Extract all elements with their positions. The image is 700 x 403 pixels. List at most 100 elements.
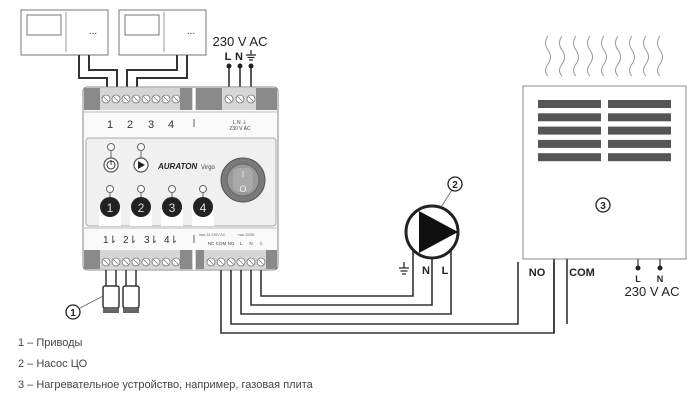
heater: 3 NO COM L N 230 V AC: [522, 35, 687, 333]
ground-icon: [399, 262, 409, 275]
vent-slot: [608, 113, 671, 122]
legend-item: 2 – Насос ЦО: [18, 358, 88, 370]
heat-wave: [587, 35, 593, 77]
screw-terminal: [226, 257, 236, 267]
zone-button-2[interactable]: 2: [130, 185, 152, 227]
screw-terminal: [151, 94, 161, 104]
svg-text:4: 4: [168, 119, 174, 131]
svg-text:2: 2: [138, 201, 145, 215]
thermostat-wires: [78, 55, 188, 90]
screw-terminal: [246, 94, 256, 104]
heat-wave: [601, 35, 607, 77]
heat-wave: [545, 35, 551, 77]
svg-text:4⇂: 4⇂: [164, 235, 178, 246]
terminal-label: COM: [216, 241, 227, 246]
screw-terminal: [206, 257, 216, 267]
screw-terminal: [141, 257, 151, 267]
supply-voltage-top: 230 V AC: [213, 34, 268, 49]
power-button[interactable]: [103, 143, 119, 173]
screw-terminal: [111, 257, 121, 267]
screw-terminal: [171, 257, 181, 267]
svg-text:2⇂: 2⇂: [123, 235, 137, 246]
top-power-voltage: 230 V AC: [229, 126, 251, 132]
bottom-zone-labels: 1⇂ 2⇂ 3⇂ 4⇂: [103, 235, 178, 246]
heat-wave: [657, 35, 663, 77]
output-wires: [220, 262, 555, 334]
svg-text:L: L: [225, 51, 232, 63]
power-icon: [106, 160, 116, 170]
screw-terminal: [121, 257, 131, 267]
thermostat-2: ...: [118, 9, 207, 56]
ground-icon: [246, 50, 256, 61]
svg-text:1: 1: [107, 201, 114, 215]
heater-supply-n: N: [657, 274, 664, 284]
screw-terminal: [141, 94, 151, 104]
screw-terminal: [151, 257, 161, 267]
svg-text:1: 1: [70, 308, 76, 319]
screw-terminal: [246, 257, 256, 267]
switch-off-label: O: [239, 184, 246, 194]
play-icon: [138, 161, 145, 169]
heat-waves: [545, 35, 663, 77]
svg-text:3⇂: 3⇂: [144, 235, 158, 246]
screw-terminal: [236, 257, 246, 267]
screw-terminal: [161, 94, 171, 104]
svg-text:1⇂: 1⇂: [103, 235, 117, 246]
thermostat-1: ...: [20, 9, 109, 56]
heat-wave: [629, 35, 635, 77]
vent-slot: [608, 153, 671, 162]
screw-terminal: [224, 94, 234, 104]
vent-slot: [538, 126, 601, 135]
vent-slot: [538, 153, 601, 162]
zone-button-4[interactable]: 4: [192, 185, 214, 227]
pump-terminal-l: L: [442, 265, 449, 277]
terminal-label: NC: [208, 241, 215, 246]
top-power-terminal-labels: L N ⏚: [233, 119, 247, 126]
svg-text:2: 2: [127, 119, 133, 131]
svg-text:3: 3: [169, 201, 176, 215]
screw-terminal: [256, 257, 266, 267]
play-button[interactable]: [133, 143, 149, 173]
controller: 1 2 3 4 L N ⏚ 230 V AC AURATON Virgo: [82, 86, 279, 271]
svg-text:3: 3: [148, 119, 154, 131]
heater-supply-l: L: [635, 274, 641, 284]
screw-terminal: [235, 94, 245, 104]
vent-slot: [538, 100, 601, 108]
switch-on-label: I: [242, 170, 244, 179]
terminal-label: ⏚: [259, 240, 264, 246]
legend-item: 3 – Нагревательное устройство, например,…: [18, 379, 313, 391]
vent-slot: [608, 126, 671, 135]
heat-wave: [615, 35, 621, 77]
svg-text:1: 1: [107, 119, 113, 131]
zone-button-1[interactable]: 1: [99, 185, 121, 227]
heat-wave: [643, 35, 649, 77]
terminal-label: N: [249, 241, 252, 246]
heater-vents: [538, 100, 671, 162]
thermostat-dots: ...: [187, 26, 195, 37]
screw-terminal: [171, 94, 181, 104]
vent-slot: [608, 139, 671, 148]
svg-text:4: 4: [200, 201, 207, 215]
callout-3: 3: [600, 201, 606, 212]
screw-terminal: [161, 257, 171, 267]
heater-supply-voltage: 230 V AC: [625, 284, 680, 299]
callout-2: 2: [452, 180, 458, 191]
heater-terminal-com: COM: [569, 267, 595, 279]
screw-terminal: [216, 257, 226, 267]
zone-button-3[interactable]: 3: [161, 185, 183, 227]
model-label: Virgo: [201, 165, 216, 171]
heat-wave: [573, 35, 579, 77]
svg-text:N: N: [235, 51, 243, 63]
screw-terminal: [111, 94, 121, 104]
heater-terminal-no: NO: [529, 267, 546, 279]
bottom-screw-terminals: [101, 257, 266, 267]
callout-1: 1: [65, 304, 81, 320]
power-switch[interactable]: I O: [220, 157, 266, 203]
brand-label: AURATON: [157, 162, 197, 171]
terminal-label: L: [240, 241, 243, 246]
vent-slot: [538, 113, 601, 122]
vent-slot: [608, 100, 671, 108]
screw-terminal: [101, 94, 111, 104]
